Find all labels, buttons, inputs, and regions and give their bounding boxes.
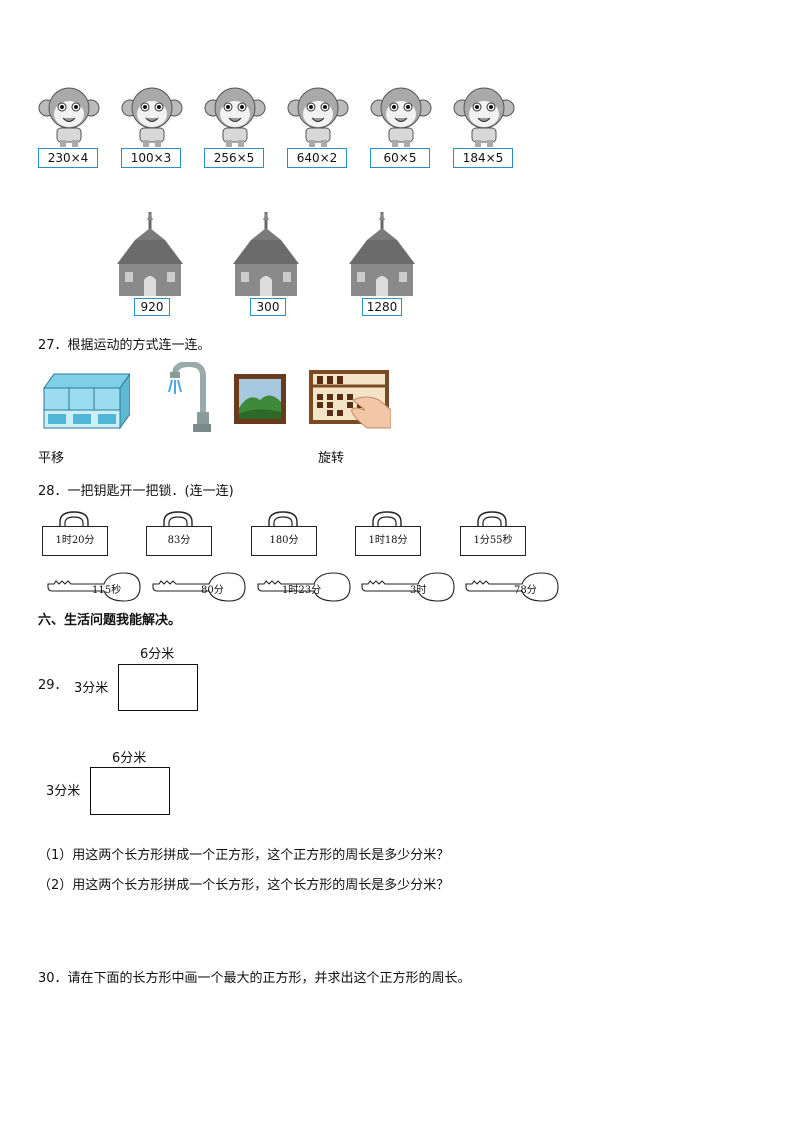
key-label: 115秒 — [92, 585, 122, 596]
key-icon: 80分 — [151, 572, 247, 602]
lock-icon: 180分 — [251, 510, 317, 556]
rectangle-1 — [118, 664, 198, 711]
lock-icon: 1时20分 — [42, 510, 108, 556]
house-icon — [345, 210, 419, 306]
sliding-window-icon — [40, 370, 131, 434]
monkey-icon — [453, 84, 515, 172]
lock-label: 1分55秒 — [460, 526, 526, 556]
expression-box: 184×5 — [453, 148, 513, 168]
number-box: 300 — [250, 298, 286, 316]
key-label: 78分 — [514, 585, 537, 596]
key-label: 80分 — [201, 585, 224, 596]
house-icon — [229, 210, 303, 306]
faucet-icon — [163, 360, 215, 440]
q29-number: 29． — [38, 678, 68, 693]
q29-subquestion-1: （1）用这两个长方形拼成一个正方形，这个正方形的周长是多少分米？ — [38, 848, 450, 863]
key-icon: 3时 — [360, 572, 456, 602]
lock-icon: 1分55秒 — [460, 510, 526, 556]
q28-title: 28．一把钥匙开一把锁．(连一连) — [38, 484, 234, 499]
expression-box: 60×5 — [370, 148, 430, 168]
key-icon: 78分 — [464, 572, 560, 602]
monkey-icon — [121, 84, 183, 172]
section-title: 六、生活问题我能解决。 — [38, 613, 182, 628]
lock-label: 83分 — [146, 526, 212, 556]
picture-frame-icon — [234, 374, 286, 428]
key-icon: 115秒 — [46, 572, 142, 602]
monkey-icon — [370, 84, 432, 172]
lock-label: 1时20分 — [42, 526, 108, 556]
monkey-icon — [204, 84, 266, 172]
lock-label: 180分 — [251, 526, 317, 556]
label-translation: 平移 — [38, 451, 65, 466]
expression-box: 640×2 — [287, 148, 347, 168]
key-icon: 1时23分 — [256, 572, 352, 602]
house-icon — [113, 210, 187, 306]
q30-title: 30．请在下面的长方形中画一个最大的正方形，并求出这个正方形的周长。 — [38, 971, 471, 986]
rect2-width-label: 6分米 — [112, 751, 147, 766]
q29-subquestion-2: （2）用这两个长方形拼成一个长方形，这个长方形的周长是多少分米？ — [38, 878, 450, 893]
rect2-height-label: 3分米 — [46, 784, 81, 799]
rectangle-2 — [90, 767, 170, 815]
lock-label: 1时18分 — [355, 526, 421, 556]
key-label: 1时23分 — [282, 585, 322, 596]
monkey-icon — [287, 84, 349, 172]
expression-box: 230×4 — [38, 148, 98, 168]
key-label: 3时 — [410, 585, 427, 596]
rect1-height-label: 3分米 — [74, 681, 109, 696]
number-box: 920 — [134, 298, 170, 316]
rect1-width-label: 6分米 — [140, 647, 175, 662]
q27-title: 27．根据运动的方式连一连。 — [38, 338, 211, 353]
expression-box: 256×5 — [204, 148, 264, 168]
lock-icon: 83分 — [146, 510, 212, 556]
lock-icon: 1时18分 — [355, 510, 421, 556]
expression-box: 100×3 — [121, 148, 181, 168]
monkey-icon — [38, 84, 100, 172]
abacus-hand-icon — [309, 370, 392, 434]
number-box: 1280 — [362, 298, 402, 316]
label-rotation: 旋转 — [318, 451, 345, 466]
